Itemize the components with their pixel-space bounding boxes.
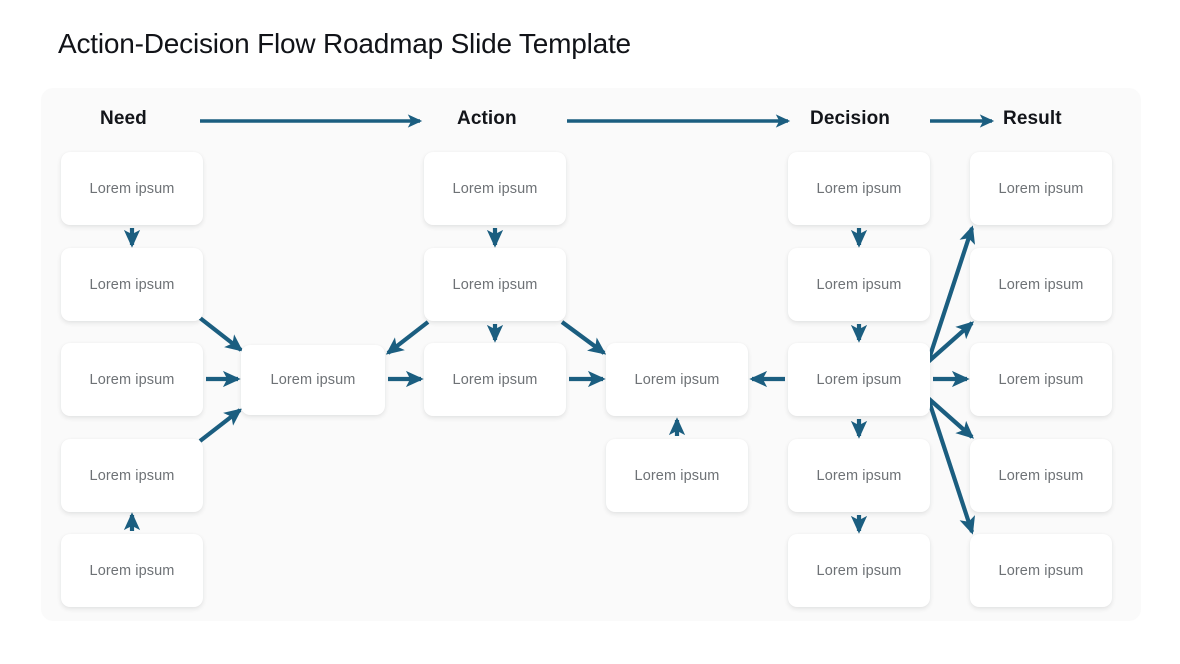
result-card-1[interactable]: Lorem ipsum [970,152,1112,225]
need-card-3[interactable]: Lorem ipsum [61,343,203,416]
card-label: Lorem ipsum [634,371,720,388]
card-label: Lorem ipsum [998,276,1084,293]
card-label: Lorem ipsum [816,562,902,579]
need-card-1[interactable]: Lorem ipsum [61,152,203,225]
card-label: Lorem ipsum [270,372,356,388]
card-label: Lorem ipsum [452,371,538,388]
column-header-decision: Decision [810,108,890,129]
card-label: Lorem ipsum [816,180,902,197]
column-header-result: Result [1003,108,1062,129]
action-hub-card-sub[interactable]: Lorem ipsum [606,439,748,512]
card-label: Lorem ipsum [89,371,175,388]
card-label: Lorem ipsum [998,467,1084,484]
card-label: Lorem ipsum [816,276,902,293]
card-label: Lorem ipsum [634,467,720,484]
action-hub-card[interactable]: Lorem ipsum [606,343,748,416]
card-label: Lorem ipsum [998,180,1084,197]
card-label: Lorem ipsum [816,371,902,388]
card-label: Lorem ipsum [89,276,175,293]
result-card-2[interactable]: Lorem ipsum [970,248,1112,321]
card-label: Lorem ipsum [89,562,175,579]
need-card-4[interactable]: Lorem ipsum [61,439,203,512]
result-card-4[interactable]: Lorem ipsum [970,439,1112,512]
decision-card-1[interactable]: Lorem ipsum [788,152,930,225]
card-label: Lorem ipsum [452,276,538,293]
action-card-2[interactable]: Lorem ipsum [424,248,566,321]
result-card-3[interactable]: Lorem ipsum [970,343,1112,416]
action-card-3[interactable]: Lorem ipsum [424,343,566,416]
page-title: Action-Decision Flow Roadmap Slide Templ… [58,28,631,59]
action-card-1[interactable]: Lorem ipsum [424,152,566,225]
card-label: Lorem ipsum [998,562,1084,579]
need-card-5[interactable]: Lorem ipsum [61,534,203,607]
decision-card-2[interactable]: Lorem ipsum [788,248,930,321]
card-label: Lorem ipsum [89,180,175,197]
card-label: Lorem ipsum [89,467,175,484]
decision-card-3[interactable]: Lorem ipsum [788,343,930,416]
result-card-5[interactable]: Lorem ipsum [970,534,1112,607]
card-label: Lorem ipsum [816,467,902,484]
column-header-action: Action [457,108,517,129]
card-label: Lorem ipsum [998,371,1084,388]
column-header-need: Need [100,108,147,129]
need-hub-card[interactable]: Lorem ipsum [241,345,385,415]
card-label: Lorem ipsum [452,180,538,197]
need-card-2[interactable]: Lorem ipsum [61,248,203,321]
decision-card-5[interactable]: Lorem ipsum [788,534,930,607]
decision-card-4[interactable]: Lorem ipsum [788,439,930,512]
